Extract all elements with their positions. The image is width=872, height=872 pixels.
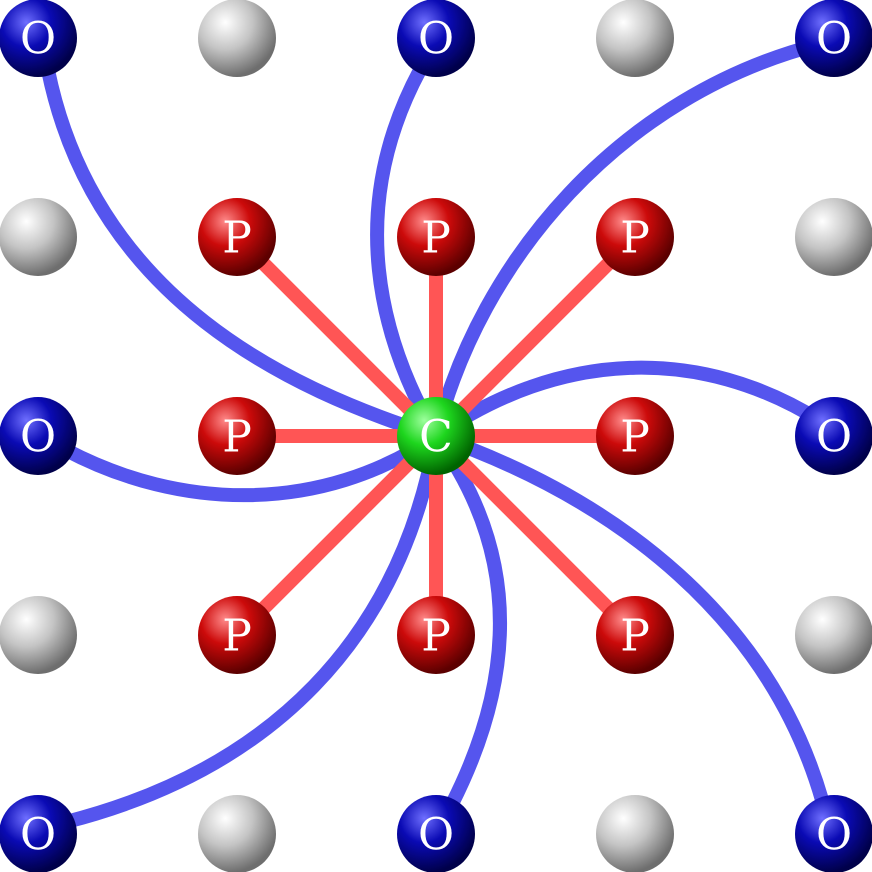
outer-node-r4c0-sphere bbox=[0, 795, 77, 872]
inner-node-r2c3: P bbox=[596, 397, 674, 475]
outer-node-r0c0-label: O bbox=[20, 14, 56, 65]
inner-node-r3c2-sphere bbox=[397, 596, 475, 674]
inner-node-r1c2-sphere bbox=[397, 198, 475, 276]
inner-node-r3c1-label: P bbox=[222, 611, 252, 662]
outer-node-r0c0: O bbox=[0, 0, 77, 77]
filler-node-r4c3-sphere bbox=[596, 795, 674, 872]
outer-node-r4c4: O bbox=[795, 795, 872, 872]
inner-link-r3c3 bbox=[431, 431, 640, 640]
inner-link-r3c1 bbox=[232, 431, 441, 640]
outer-node-r4c2: O bbox=[397, 795, 475, 872]
outer-node-r4c0: O bbox=[0, 795, 77, 872]
filler-node-r3c0 bbox=[0, 596, 77, 674]
outer-node-r4c4-sphere bbox=[795, 795, 872, 872]
outer-node-r0c0-sphere bbox=[0, 0, 77, 77]
outer-link-bottom-right bbox=[429, 429, 829, 807]
center-node: C bbox=[397, 397, 475, 475]
filler-node-r3c0-sphere bbox=[0, 596, 77, 674]
inner-node-r2c1-sphere bbox=[198, 397, 276, 475]
outer-node-r2c0-sphere bbox=[0, 397, 77, 475]
filler-node-r0c3 bbox=[596, 0, 674, 77]
outer-node-r4c0-label: O bbox=[20, 810, 56, 861]
outer-link-top-right bbox=[429, 37, 827, 443]
outer-node-r0c2: O bbox=[397, 0, 475, 77]
inner-node-r1c1: P bbox=[198, 198, 276, 276]
outer-node-r2c4-sphere bbox=[795, 397, 872, 475]
inner-node-r2c1: P bbox=[198, 397, 276, 475]
inner-node-r1c1-sphere bbox=[198, 198, 276, 276]
outer-node-r4c2-sphere bbox=[397, 795, 475, 872]
inner-link-r1c1 bbox=[232, 232, 441, 441]
filler-node-r4c3 bbox=[596, 795, 674, 872]
outer-link-top-left bbox=[41, 63, 443, 443]
outer-link-middle-left bbox=[59, 429, 443, 503]
inner-node-r3c3: P bbox=[596, 596, 674, 674]
filler-node-r1c4-sphere bbox=[795, 198, 872, 276]
filler-node-r3c4 bbox=[795, 596, 872, 674]
outer-node-r0c2-sphere bbox=[397, 0, 475, 77]
inner-node-r1c1-label: P bbox=[222, 213, 252, 264]
outer-node-r0c4-label: O bbox=[816, 14, 852, 65]
filler-node-r1c0-sphere bbox=[0, 198, 77, 276]
inner-node-r3c3-label: P bbox=[620, 611, 650, 662]
outer-node-r2c0: O bbox=[0, 397, 77, 475]
outer-node-r2c4-label: O bbox=[816, 412, 852, 463]
outer-link-top-middle bbox=[370, 63, 443, 443]
inner-node-r2c3-sphere bbox=[596, 397, 674, 475]
outer-node-r0c4-sphere bbox=[795, 0, 872, 77]
outer-link-middle-right bbox=[429, 360, 829, 443]
inner-node-r3c1-sphere bbox=[198, 596, 276, 674]
inner-node-r1c3-sphere bbox=[596, 198, 674, 276]
inner-node-r2c3-label: P bbox=[620, 412, 650, 463]
outer-link-bottom-left bbox=[59, 429, 443, 829]
outer-node-r2c4: O bbox=[795, 397, 872, 475]
filler-node-r0c3-sphere bbox=[596, 0, 674, 77]
inner-node-r1c3-label: P bbox=[620, 213, 650, 264]
center-node-label: C bbox=[419, 412, 453, 463]
filler-node-r0c1-sphere bbox=[198, 0, 276, 77]
inner-node-r3c3-sphere bbox=[596, 596, 674, 674]
outer-node-r0c2-label: O bbox=[418, 14, 454, 65]
inner-node-r1c2-label: P bbox=[421, 213, 451, 264]
filler-node-r4c1-sphere bbox=[198, 795, 276, 872]
inner-link-r1c3 bbox=[431, 232, 640, 441]
outer-node-r2c0-label: O bbox=[20, 412, 56, 463]
inner-node-r3c2: P bbox=[397, 596, 475, 674]
outer-links bbox=[41, 37, 829, 829]
outer-node-r4c2-label: O bbox=[418, 810, 454, 861]
filler-node-r1c0 bbox=[0, 198, 77, 276]
filler-node-r0c1 bbox=[198, 0, 276, 77]
inner-node-r2c1-label: P bbox=[222, 412, 252, 463]
inner-node-r3c1: P bbox=[198, 596, 276, 674]
filler-node-r4c1 bbox=[198, 795, 276, 872]
inner-node-r1c2: P bbox=[397, 198, 475, 276]
outer-node-r4c4-label: O bbox=[816, 810, 852, 861]
outer-node-r0c4: O bbox=[795, 0, 872, 77]
filler-node-r3c4-sphere bbox=[795, 596, 872, 674]
center-node-sphere bbox=[397, 397, 475, 475]
inner-node-r1c3: P bbox=[596, 198, 674, 276]
inner-node-r3c2-label: P bbox=[421, 611, 451, 662]
filler-node-r1c4 bbox=[795, 198, 872, 276]
